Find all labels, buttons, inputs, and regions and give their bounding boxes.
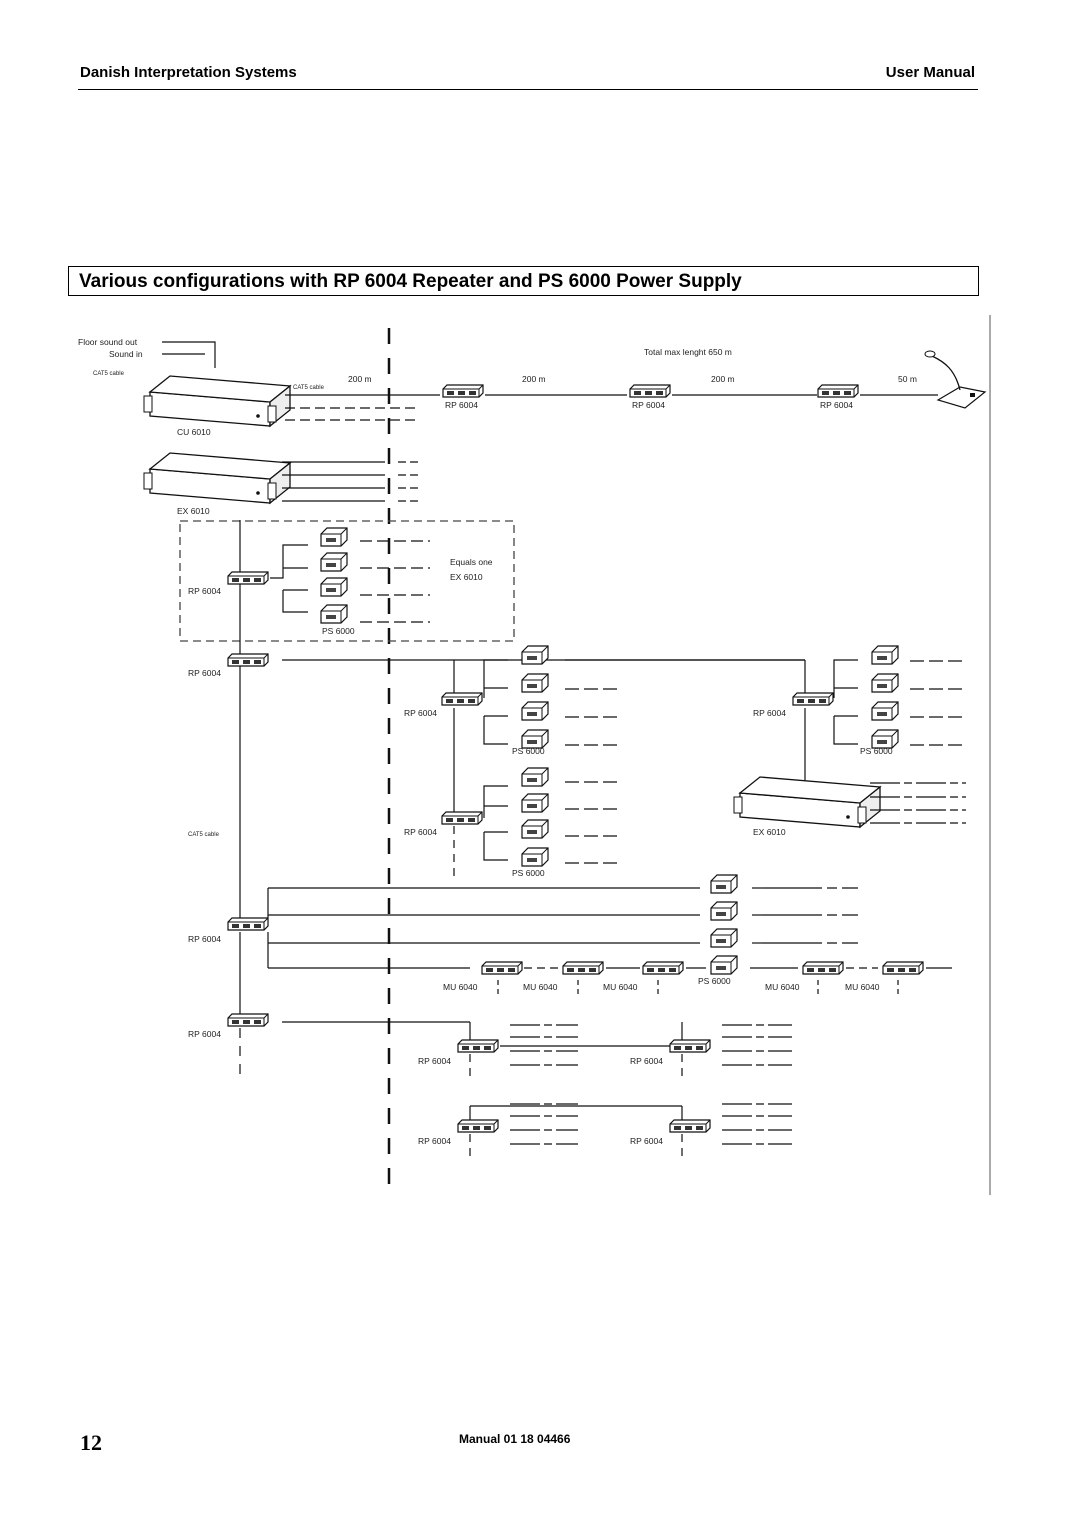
equals-one-ex-label: EX 6010 <box>450 572 483 582</box>
rp-label-top-2: RP 6004 <box>632 400 665 410</box>
ex-label: EX 6010 <box>177 506 210 516</box>
ps-label-right: PS 6000 <box>860 746 893 756</box>
ex-label-right: EX 6010 <box>753 827 786 837</box>
rp-label-cascade-1: RP 6004 <box>418 1056 451 1066</box>
mu-label-3: MU 6040 <box>603 982 638 992</box>
equals-one-label: Equals one <box>450 557 493 567</box>
ps-label-mid-2: PS 6000 <box>512 868 545 878</box>
rp-label-left-3: RP 6004 <box>188 934 221 944</box>
sound-in-label: Sound in <box>109 349 143 359</box>
rp-label-mid-2: RP 6004 <box>404 827 437 837</box>
ps-label-mid-1: PS 6000 <box>512 746 545 756</box>
mu-label-4: MU 6040 <box>765 982 800 992</box>
ps-label-box: PS 6000 <box>322 626 355 636</box>
mu-label-5: MU 6040 <box>845 982 880 992</box>
rp-label-left-4: RP 6004 <box>188 1029 221 1039</box>
ex-rack-unit <box>143 452 291 504</box>
distance-2: 200 m <box>522 374 546 384</box>
floor-sound-out-label: Floor sound out <box>78 337 138 347</box>
rp-label-cascade-3: RP 6004 <box>418 1136 451 1146</box>
total-max-length-label: Total max lenght 650 m <box>644 347 732 357</box>
rp-label-mid-1: RP 6004 <box>404 708 437 718</box>
mu-label-2: MU 6040 <box>523 982 558 992</box>
cu-rack-unit <box>143 375 291 427</box>
rp-label-left-2: RP 6004 <box>188 668 221 678</box>
distance-4: 50 m <box>898 374 917 384</box>
section-title: Various configurations with RP 6004 Repe… <box>79 271 742 292</box>
microphone-icon <box>924 350 987 409</box>
rp-label-cascade-4: RP 6004 <box>630 1136 663 1146</box>
rp-label-right: RP 6004 <box>753 708 786 718</box>
ex-rack-unit-right <box>733 776 881 828</box>
distance-3: 200 m <box>711 374 735 384</box>
ps-label-bottom: PS 6000 <box>698 976 731 986</box>
header-left: Danish Interpretation Systems <box>80 64 297 81</box>
mu-label-1: MU 6040 <box>443 982 478 992</box>
rp-label-top-1: RP 6004 <box>445 400 478 410</box>
cu-label: CU 6010 <box>177 427 211 437</box>
rp-label-top-3: RP 6004 <box>820 400 853 410</box>
rp-label-cascade-2: RP 6004 <box>630 1056 663 1066</box>
header-right: User Manual <box>885 64 975 81</box>
cat5-cable-label: CAT5 cable <box>93 371 125 377</box>
page-number: 12 <box>80 1430 102 1455</box>
section-title-box: Various configurations with RP 6004 Repe… <box>68 266 979 296</box>
rp-label-box: RP 6004 <box>188 586 221 596</box>
cat5-cable-bottom-label: CAT5 cable <box>188 832 220 838</box>
manual-reference: Manual 01 18 04466 <box>459 1432 571 1446</box>
cat5-cable-top-label: CAT5 cable <box>293 385 325 391</box>
header-rule <box>78 89 978 90</box>
distance-1: 200 m <box>348 374 372 384</box>
